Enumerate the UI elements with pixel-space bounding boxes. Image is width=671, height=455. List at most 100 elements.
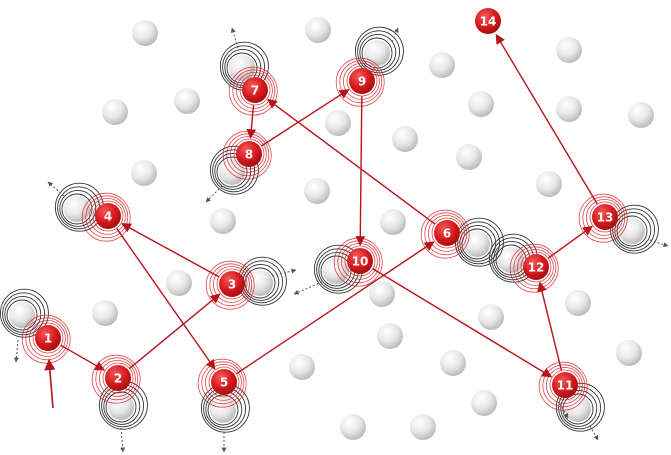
white-ball [102, 99, 128, 125]
node-ring [582, 196, 626, 240]
node-ring [431, 217, 463, 249]
white-ball [131, 160, 157, 186]
white-ball [410, 414, 436, 440]
node-ring [95, 357, 139, 401]
impact-ring [357, 30, 401, 74]
white-ball [429, 52, 455, 78]
path-segment [129, 293, 221, 369]
node-label: 5 [220, 376, 228, 390]
impact-ring [61, 193, 93, 225]
node-13: 13 [592, 204, 618, 230]
red-ball [523, 254, 549, 280]
white-ball [64, 196, 90, 222]
impact-ring [224, 48, 262, 86]
impact-ring [359, 33, 397, 71]
node-label: 6 [443, 227, 451, 241]
white-ball [619, 218, 645, 244]
node-label: 3 [228, 278, 236, 292]
white-ball [210, 208, 236, 234]
white-ball [289, 354, 315, 380]
white-ball [305, 17, 331, 43]
node-ring [232, 69, 276, 113]
impact-ring [6, 299, 38, 331]
red-ball [347, 248, 373, 274]
path-segment [116, 227, 216, 370]
node-ring [205, 260, 255, 310]
white-ball [556, 37, 582, 63]
node-ring [235, 72, 273, 109]
deflection-arrow [271, 268, 297, 277]
node-8: 8 [236, 141, 262, 167]
deflection-arrows [13, 27, 669, 453]
node-3: 3 [219, 271, 245, 297]
node-ring [204, 363, 242, 401]
node-label: 13 [597, 211, 614, 225]
node-ring [32, 322, 64, 354]
impact-ring [212, 149, 256, 193]
deflection-arrow [230, 27, 239, 49]
impact-ring [59, 189, 97, 227]
node-ring [420, 209, 470, 259]
impact-ring [609, 204, 659, 254]
node-ring [424, 212, 468, 256]
impact-ring [214, 152, 252, 190]
node-ring [589, 201, 621, 233]
node-ring [201, 361, 245, 405]
impact-ring [459, 224, 497, 262]
node-ring [346, 65, 378, 97]
white-ball [325, 110, 351, 136]
white-ball [616, 340, 642, 366]
node-label: 14 [480, 15, 497, 29]
path-segment [495, 33, 598, 205]
white-ball [456, 144, 482, 170]
node-label: 4 [104, 210, 112, 224]
white-ball [478, 304, 504, 330]
node-ring [339, 60, 383, 104]
node-ring [513, 246, 557, 290]
node-ring [542, 364, 586, 408]
impact-ring [207, 394, 239, 426]
white-ball [304, 178, 330, 204]
red-ball [434, 220, 460, 246]
node-ring [538, 361, 588, 411]
deflection-arrow [391, 27, 399, 43]
path-segment [537, 281, 563, 371]
white-ball [471, 390, 497, 416]
white-ball [464, 231, 490, 257]
node-ring [81, 192, 131, 242]
white-ball [340, 414, 366, 440]
white-ball [380, 209, 406, 235]
white-ball [468, 91, 494, 117]
node-14: 14 [475, 8, 501, 34]
node-ring [517, 248, 554, 286]
path-segment [372, 268, 553, 378]
path-segment [267, 98, 436, 225]
impact-ring [616, 215, 648, 247]
red-ball [211, 369, 237, 395]
white-ball [565, 290, 591, 316]
path-segment-start [44, 358, 56, 409]
node-7: 7 [242, 77, 268, 103]
white-ball [174, 88, 200, 114]
impact-ring [614, 211, 652, 249]
node-ring [85, 195, 129, 239]
node-5: 5 [211, 369, 237, 395]
node-label: 2 [114, 372, 122, 386]
path-segment [246, 104, 257, 140]
node-ring [216, 268, 248, 300]
node-12: 12 [523, 254, 549, 280]
red-ball [349, 68, 375, 94]
impact-ring [105, 391, 137, 423]
node-label: 8 [245, 148, 253, 162]
node-ring [89, 197, 126, 235]
red-ball [592, 204, 618, 230]
deflection-arrow [559, 403, 569, 419]
path-segment [355, 95, 366, 246]
path-segment [547, 225, 593, 259]
path-segment [261, 89, 350, 147]
node-10: 10 [347, 248, 373, 274]
deflection-arrow [293, 281, 323, 295]
red-ball [242, 77, 268, 103]
deflection-arrow [589, 425, 599, 441]
